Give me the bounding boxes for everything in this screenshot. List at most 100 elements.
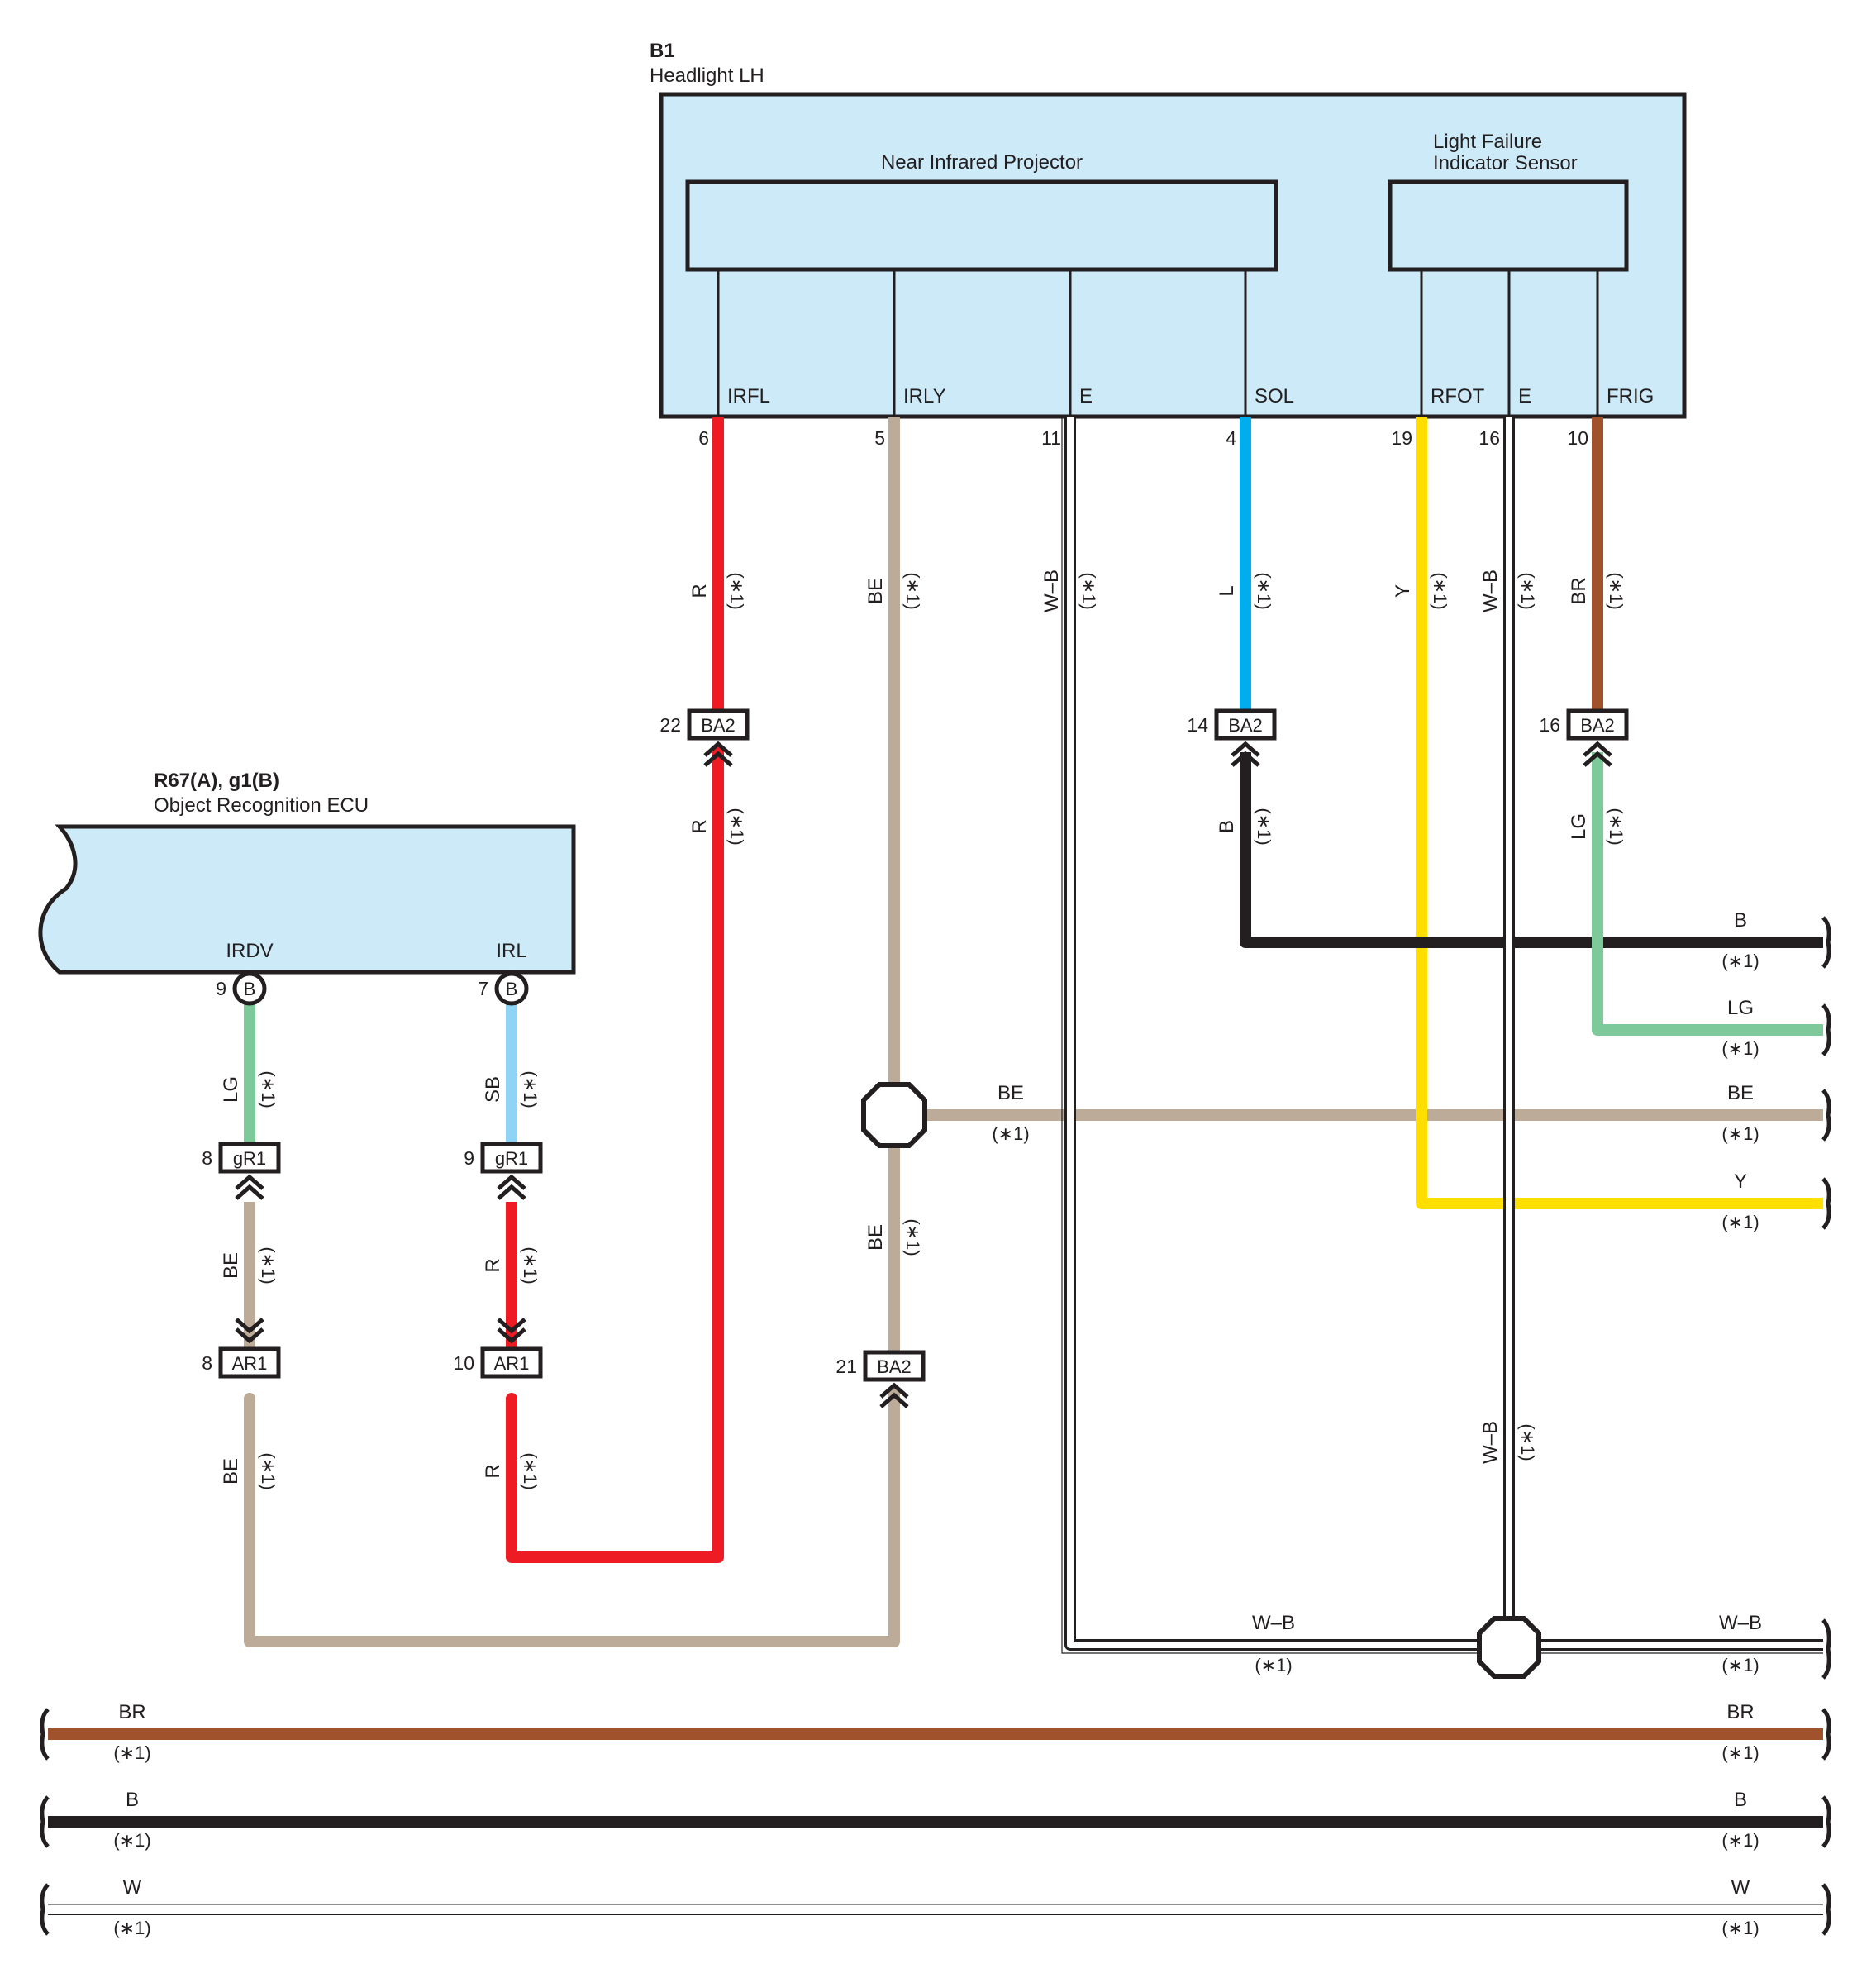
connector-ba2-21-label: BA2 <box>877 1356 912 1377</box>
note-e2-2: (∗1) <box>1517 1423 1538 1461</box>
connector-ar1-8-pin: 8 <box>202 1352 212 1374</box>
splice-junction-be <box>861 1082 927 1148</box>
label-sol-l: L <box>1216 585 1238 596</box>
note-sol-2: (∗1) <box>1254 808 1274 845</box>
connector-gr1-8-pin: 8 <box>202 1147 212 1169</box>
note-left-w: (∗1) <box>113 1918 150 1938</box>
note-irly-2: (∗1) <box>902 1218 923 1256</box>
connector-ba2-21: BA2 21 <box>836 1350 926 1407</box>
terminal-rfot: RFOT <box>1431 385 1485 408</box>
connector-ba2-22-label: BA2 <box>701 715 736 736</box>
splice-junction-wb <box>1477 1616 1541 1679</box>
label-right-br: BR <box>1726 1701 1754 1723</box>
wire-end-braces <box>40 916 1831 1936</box>
label-left-br: BR <box>118 1701 145 1723</box>
note-irdv-2: (∗1) <box>258 1246 279 1284</box>
note-right-b: (∗1) <box>1721 951 1759 971</box>
terminal-sol: SOL <box>1255 385 1294 408</box>
headlight-code: B1 <box>650 40 675 62</box>
pin-5: 5 <box>874 427 885 449</box>
wire-black-from-ba2 <box>1240 752 1823 948</box>
note-right-br: (∗1) <box>1721 1742 1759 1763</box>
connector-ar1-8-label: AR1 <box>232 1353 268 1374</box>
label-irdv-be-2: BE <box>220 1458 242 1485</box>
note-e2-1: (∗1) <box>1517 572 1538 609</box>
label-right-be: BE <box>1727 1082 1754 1104</box>
label-e2-wb-2: W–B <box>1479 1421 1502 1464</box>
light-failure-sensor-box <box>1388 179 1629 272</box>
label-irfl-r-2: R <box>688 819 711 833</box>
connector-ba2-22: BA2 22 <box>659 708 750 765</box>
vertical-wire-labels: R (∗1) R (∗1) BE (∗1) BE (∗1) W–B (∗1) L… <box>220 570 1626 1490</box>
note-frig-2: (∗1) <box>1606 808 1626 845</box>
label-junction-be: BE <box>998 1082 1024 1104</box>
light-failure-sensor-label-1: Light Failure <box>1433 131 1542 153</box>
ecu-pin-irl: B 7 <box>478 971 529 1006</box>
connector-gr1-9-label: gR1 <box>495 1148 528 1169</box>
label-irdv-lg: LG <box>220 1076 242 1103</box>
connector-gr1-8: gR1 8 <box>202 1142 281 1199</box>
near-infrared-projector-label: Near Infrared Projector <box>881 151 1083 174</box>
label-irl-r: R <box>482 1258 504 1272</box>
note-right-be: (∗1) <box>1721 1123 1759 1144</box>
pin-11: 11 <box>1041 427 1061 449</box>
ecu-terminal-irdv: IRDV <box>226 940 273 962</box>
ecu-name: Object Recognition ECU <box>154 794 369 817</box>
connector-ba2-16-label: BA2 <box>1580 715 1615 736</box>
ecu-code: R67(A), g1(B) <box>154 770 279 792</box>
label-irdv-be: BE <box>220 1252 242 1279</box>
chevron-up-icon <box>498 1177 525 1199</box>
note-irfl-2: (∗1) <box>726 808 747 845</box>
pin-16: 16 <box>1478 427 1500 449</box>
label-bottom-wb: W–B <box>1252 1612 1295 1634</box>
connector-ba2-16-pin: 16 <box>1539 714 1560 736</box>
pin-6: 6 <box>698 427 709 449</box>
note-bottom-wb: (∗1) <box>1255 1655 1292 1675</box>
terminal-irfl: IRFL <box>727 385 770 408</box>
note-left-br: (∗1) <box>113 1742 150 1763</box>
note-irly-1: (∗1) <box>902 572 923 609</box>
terminal-e-sensor: E <box>1518 385 1531 408</box>
label-frig-lg: LG <box>1568 813 1590 840</box>
label-left-w: W <box>123 1876 142 1899</box>
note-irdv-1: (∗1) <box>258 1070 279 1108</box>
label-left-b: B <box>126 1789 139 1811</box>
label-right-b-bus: B <box>1734 1789 1747 1811</box>
connector-gr1-9-pin: 9 <box>464 1147 474 1169</box>
ecu-pin-irl-number: 7 <box>478 978 488 999</box>
label-irly-be: BE <box>864 578 887 604</box>
note-sol-1: (∗1) <box>1254 572 1274 609</box>
note-right-lg: (∗1) <box>1721 1038 1759 1059</box>
wire-rfot-yellow <box>1416 417 1823 1209</box>
pin-4: 4 <box>1226 427 1236 449</box>
connector-ba2-14-pin: 14 <box>1187 714 1208 736</box>
note-rfot-1: (∗1) <box>1430 572 1450 609</box>
label-irl-sb: SB <box>482 1076 504 1103</box>
label-right-wb: W–B <box>1719 1612 1762 1634</box>
wire-irly-beige-lower <box>244 1388 900 1647</box>
ecu-pin-irdv: B 9 <box>216 971 267 1006</box>
note-e-1: (∗1) <box>1078 572 1099 609</box>
connector-gr1-8-label: gR1 <box>233 1148 266 1169</box>
note-irdv-3: (∗1) <box>258 1452 279 1489</box>
connector-ba2-21-pin: 21 <box>836 1356 857 1377</box>
note-right-w: (∗1) <box>1721 1918 1759 1938</box>
note-irfl-1: (∗1) <box>726 572 747 609</box>
label-irfl-r: R <box>688 584 711 598</box>
note-right-wb: (∗1) <box>1721 1655 1759 1675</box>
label-right-w: W <box>1731 1876 1750 1899</box>
label-right-y: Y <box>1734 1170 1747 1193</box>
connector-ba2-22-pin: 22 <box>659 714 681 736</box>
connector-ba2-14-label: BA2 <box>1228 715 1263 736</box>
headlight-lh-component: B1 Headlight LH Near Infrared Projector … <box>650 40 1687 449</box>
note-right-b-bus: (∗1) <box>1721 1830 1759 1851</box>
label-right-b: B <box>1734 909 1747 932</box>
ecu-body <box>38 824 576 975</box>
near-infrared-projector-box <box>685 179 1278 272</box>
ecu-pin-irdv-connector: B <box>244 979 256 999</box>
label-rfot-y: Y <box>1392 584 1414 598</box>
light-failure-sensor-label-2: Indicator Sensor <box>1433 152 1578 174</box>
label-frig-br: BR <box>1568 577 1590 604</box>
terminal-irly: IRLY <box>903 385 946 408</box>
note-irl-1: (∗1) <box>520 1070 540 1108</box>
